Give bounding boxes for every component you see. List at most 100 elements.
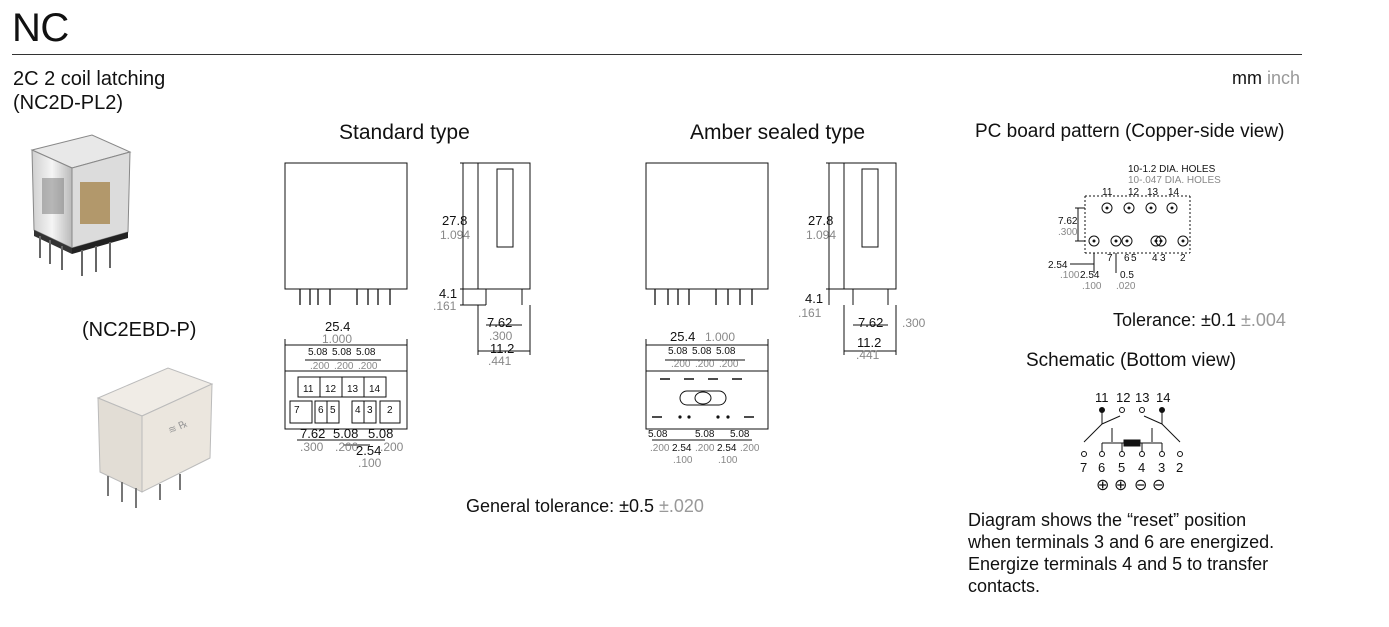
amb-pitch-2: 5.08 bbox=[692, 346, 712, 357]
general-tolerance-in: ±.020 bbox=[659, 496, 704, 516]
amb-depth: 11.2 bbox=[857, 335, 881, 350]
pcb-dim-a-in: .100 bbox=[1060, 270, 1080, 281]
std-pitch-1: 5.08 bbox=[308, 347, 328, 358]
std-term-5: 5 bbox=[330, 405, 336, 416]
std-term-6: 6 bbox=[318, 405, 324, 416]
general-tolerance-mm: General tolerance: ±0.5 bbox=[466, 496, 654, 516]
amb-bottom-pitch-2: 5.08 bbox=[695, 429, 715, 440]
std-pin-len-in: .161 bbox=[433, 299, 457, 313]
pcb-top-12: 12 bbox=[1128, 187, 1140, 198]
std-term-2: 2 bbox=[387, 405, 393, 416]
std-pitch-2: 5.08 bbox=[332, 347, 352, 358]
std-term-7: 7 bbox=[294, 405, 300, 416]
pcb-tolerance-mm: Tolerance: ±0.1 bbox=[1113, 310, 1236, 330]
amb-bottom-pitch-3: 5.08 bbox=[730, 429, 750, 440]
std-pitch-in-3: .200 bbox=[358, 361, 378, 372]
amb-pitch-in-1: .200 bbox=[671, 359, 691, 370]
description-line3: Energize terminals 4 and 5 to transfer bbox=[968, 554, 1269, 574]
amb-row-pitch: 7.62 bbox=[858, 315, 883, 330]
std-term-13: 13 bbox=[347, 384, 359, 395]
amb-height: 27.8 bbox=[808, 213, 833, 228]
amb-spacing-in-1: .100 bbox=[673, 455, 693, 466]
std-front-body bbox=[284, 162, 408, 290]
pcb-tolerance-in: ±.004 bbox=[1240, 310, 1286, 330]
amb-spacing-in-2: .100 bbox=[718, 455, 738, 466]
std-spacing: 2.54 bbox=[356, 443, 381, 458]
std-term-14: 14 bbox=[369, 384, 381, 395]
sch-bottom-4: 4 bbox=[1138, 460, 1145, 475]
description-line1: Diagram shows the “reset” position bbox=[968, 510, 1247, 530]
std-spacing-in: .100 bbox=[358, 456, 382, 470]
amb-pitch-in-b2: .200 bbox=[695, 443, 715, 454]
std-term-3: 3 bbox=[367, 405, 373, 416]
pcb-bottom-3: 3 bbox=[1160, 253, 1166, 264]
pcb-holes-mm: 10-1.2 DIA. HOLES bbox=[1128, 164, 1216, 175]
standard-type-heading: Standard type bbox=[339, 121, 470, 144]
sch-plus-2: ⊕ bbox=[1114, 477, 1127, 494]
pcb-tolerance: Tolerance: ±0.1 ±.004 bbox=[1113, 310, 1286, 331]
general-tolerance: General tolerance: ±0.5 ±.020 bbox=[466, 496, 704, 517]
variant-label-ebd: (NC2EBD-P) bbox=[82, 319, 197, 341]
amb-pitch-in-b3: .200 bbox=[740, 443, 760, 454]
std-bottom-pitch-1: 5.08 bbox=[333, 426, 358, 441]
amb-spacing-2: 2.54 bbox=[717, 443, 737, 454]
sch-bottom-2: 2 bbox=[1176, 460, 1183, 475]
sch-bottom-5: 5 bbox=[1118, 460, 1125, 475]
pcb-bottom-7: 7 bbox=[1107, 253, 1113, 264]
std-row-pitch: 7.62 bbox=[487, 315, 512, 330]
sch-top-14: 14 bbox=[1156, 390, 1170, 405]
pcb-top-13: 13 bbox=[1147, 187, 1159, 198]
amb-pitch-in-3: .200 bbox=[719, 359, 739, 370]
sch-top-12: 12 bbox=[1116, 390, 1130, 405]
sch-top-11: 11 bbox=[1095, 390, 1109, 405]
variant-label-line1: 2C 2 coil latching bbox=[13, 68, 166, 90]
schematic-heading: Schematic (Bottom view) bbox=[1026, 350, 1237, 371]
amb-pitch-1: 5.08 bbox=[668, 346, 688, 357]
std-height-in: 1.094 bbox=[440, 228, 470, 242]
std-bottom-pitch-in-1: .200 bbox=[335, 440, 359, 454]
sch-bottom-7: 7 bbox=[1080, 460, 1087, 475]
std-bottom-pitch-2: 5.08 bbox=[368, 426, 393, 441]
amber-type-heading: Amber sealed type bbox=[690, 121, 866, 144]
amb-pitch-in-b1: .200 bbox=[650, 443, 670, 454]
std-side-body bbox=[477, 162, 531, 290]
std-pitch-in-1: .200 bbox=[310, 361, 330, 372]
sch-plus-1: ⊕ bbox=[1096, 477, 1109, 494]
relay-photo-clear bbox=[30, 134, 132, 276]
description-line4: contacts. bbox=[968, 576, 1041, 596]
std-bottom-row-pitch-in: .300 bbox=[300, 440, 324, 454]
std-height: 27.8 bbox=[442, 213, 467, 228]
pcb-bottom-2: 2 bbox=[1180, 253, 1186, 264]
pcb-bottom-6: 6 bbox=[1124, 253, 1130, 264]
pcb-dim-c: 0.5 bbox=[1120, 270, 1134, 281]
sch-bottom-3: 3 bbox=[1158, 460, 1165, 475]
sch-minus-1: ⊖ bbox=[1134, 477, 1147, 494]
pcb-pattern-drawing: 10-1.2 DIA. HOLES 10-.047 DIA. HOLES 11 … bbox=[1048, 164, 1221, 292]
variant-label-line2: (NC2D-PL2) bbox=[13, 92, 124, 114]
amb-width-in: 1.000 bbox=[705, 330, 735, 344]
sch-minus-2: ⊖ bbox=[1152, 477, 1165, 494]
amb-spacing-1: 2.54 bbox=[672, 443, 692, 454]
units-legend: mm inch bbox=[1232, 68, 1300, 89]
std-bottom-row-pitch: 7.62 bbox=[300, 426, 325, 441]
unit-inch: inch bbox=[1266, 68, 1300, 88]
sch-top-13: 13 bbox=[1135, 390, 1149, 405]
amb-pin-len: 4.1 bbox=[805, 291, 823, 306]
std-pitch-in-2: .200 bbox=[334, 361, 354, 372]
std-row-pitch-in: .300 bbox=[489, 329, 513, 343]
variant-label-latching: 2C 2 coil latching (NC2D-PL2) bbox=[13, 67, 165, 115]
std-pitch-3: 5.08 bbox=[356, 347, 376, 358]
pcb-heading: PC board pattern (Copper-side view) bbox=[975, 121, 1285, 142]
amb-pin-len-in: .161 bbox=[798, 306, 822, 320]
std-term-12: 12 bbox=[325, 384, 337, 395]
amb-width: 25.4 bbox=[670, 329, 695, 344]
pcb-dim-b-in: .100 bbox=[1082, 281, 1102, 292]
pcb-top-14: 14 bbox=[1168, 187, 1180, 198]
amb-side-body bbox=[843, 162, 897, 290]
pcb-dim-b: 2.54 bbox=[1080, 270, 1100, 281]
std-depth: 11.2 bbox=[490, 341, 514, 356]
standard-type-drawing: 27.8 1.094 4.1 .161 7.62 .300 11.2 .441 … bbox=[284, 162, 531, 470]
unit-mm: mm bbox=[1231, 68, 1262, 88]
pcb-dim-c-in: .020 bbox=[1116, 281, 1136, 292]
pcb-dim-a: 2.54 bbox=[1048, 260, 1068, 271]
